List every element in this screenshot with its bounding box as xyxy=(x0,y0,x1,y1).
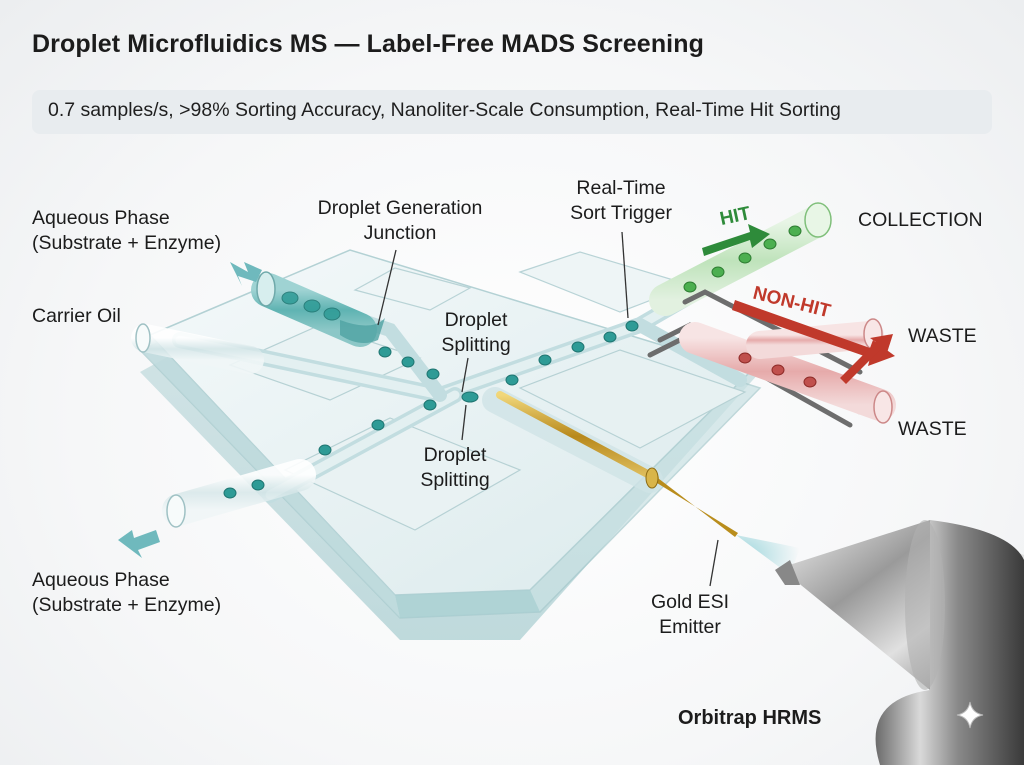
splitting-lower-line1: Droplet xyxy=(423,444,487,466)
carrier-oil-inlet-tube xyxy=(131,323,264,374)
gold-esi-emitter xyxy=(482,387,738,537)
orbitrap-hrms-label: Orbitrap HRMS xyxy=(678,707,822,729)
splitting-lower-line2: Splitting xyxy=(420,469,490,491)
collection-label: COLLECTION xyxy=(858,209,983,231)
generation-junction-line2: Junction xyxy=(363,222,437,244)
orbitrap-inlet xyxy=(775,520,1024,765)
carrier-oil-label: Carrier Oil xyxy=(32,305,121,327)
droplet-splitting-upper-label: Droplet Splitting xyxy=(430,308,522,358)
droplet-generation-junction-label: Droplet Generation Junction xyxy=(302,196,498,246)
sort-trigger-line2: Sort Trigger xyxy=(570,202,672,224)
aqueous-top-line1: Aqueous Phase xyxy=(32,207,170,229)
hit-arrow-icon xyxy=(702,224,770,256)
droplet-splitting-lower-label: Droplet Splitting xyxy=(409,443,501,493)
aqueous-bottom-line2: (Substrate + Enzyme) xyxy=(32,594,222,616)
waste-tube xyxy=(679,318,896,424)
waste-upper-label: WASTE xyxy=(908,325,977,347)
inlet-arrow-icon xyxy=(118,262,262,558)
sparkle-icon xyxy=(956,701,984,729)
sort-trigger-label: Real-Time Sort Trigger xyxy=(558,176,684,226)
aqueous-bottom-line1: Aqueous Phase xyxy=(32,569,170,591)
aqueous-top-line2: (Substrate + Enzyme) xyxy=(32,232,222,254)
sort-trigger-line1: Real-Time xyxy=(576,177,666,199)
leader-lines xyxy=(377,231,719,587)
aqueous-phase-bottom-label: Aqueous Phase (Substrate + Enzyme) xyxy=(32,568,221,618)
gold-esi-emitter-label: Gold ESI Emitter xyxy=(640,590,740,640)
esi-emitter-line1: Gold ESI xyxy=(650,591,730,613)
generation-junction-line1: Droplet Generation xyxy=(317,197,483,219)
aqueous-phase-top-label: Aqueous Phase (Substrate + Enzyme) xyxy=(32,206,221,256)
page-title: Droplet Microfluidics MS — Label-Free MA… xyxy=(32,30,704,58)
aqueous-inlet-tube-bottom xyxy=(162,459,316,528)
splitting-upper-line1: Droplet xyxy=(444,309,508,331)
subtitle-banner: 0.7 samples/s, >98% Sorting Accuracy, Na… xyxy=(32,90,992,134)
droplets xyxy=(223,291,639,499)
collection-tube xyxy=(649,202,832,316)
non-hit-arrow-icon xyxy=(732,300,895,384)
splitting-upper-line2: Splitting xyxy=(441,334,511,356)
waste-lower-label: WASTE xyxy=(898,418,967,440)
esi-emitter-line2: Emitter xyxy=(659,616,721,638)
